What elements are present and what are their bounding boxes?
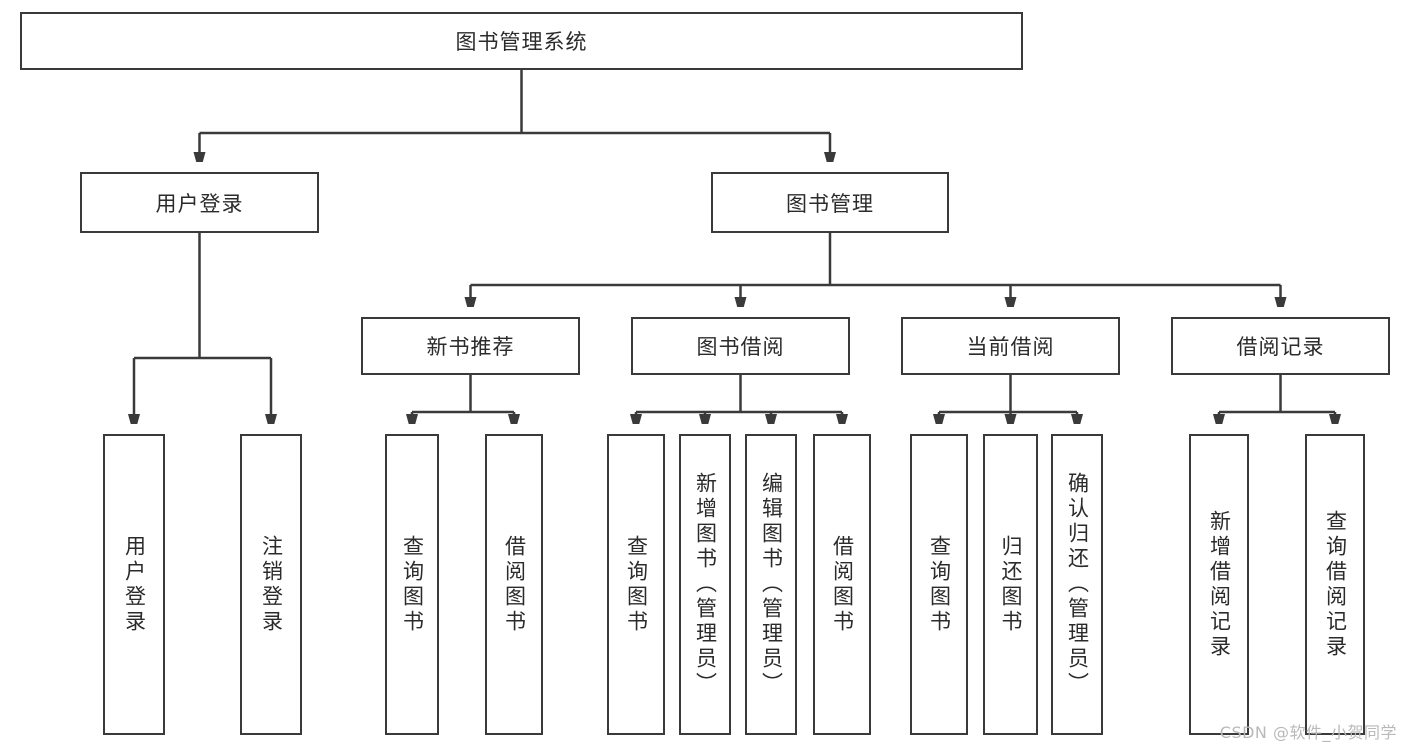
- node-label: 借阅图书: [830, 534, 855, 635]
- node-leaf6[interactable]: 新增图书（管理员）: [679, 434, 731, 735]
- node-label: 用户登录: [155, 191, 244, 216]
- node-leaf1[interactable]: 用户登录: [103, 434, 165, 735]
- node-label: 确认归还（管理员）: [1065, 472, 1090, 697]
- node-label: 归还图书: [999, 534, 1023, 635]
- watermark-text: CSDN @软件_小贺同学: [1219, 723, 1397, 742]
- node-label: 图书管理: [786, 191, 874, 216]
- node-leaf4[interactable]: 借阅图书: [485, 434, 543, 735]
- node-leaf11[interactable]: 确认归还（管理员）: [1051, 434, 1103, 735]
- node-leaf8[interactable]: 借阅图书: [813, 434, 871, 735]
- node-label: 注销登录: [259, 534, 284, 635]
- node-label: 查询图书: [927, 534, 952, 635]
- node-label: 当前借阅: [966, 335, 1055, 359]
- node-leaf10[interactable]: 归还图书: [983, 434, 1038, 735]
- node-label: 查询图书: [400, 534, 425, 635]
- node-records[interactable]: 借阅记录: [1171, 317, 1390, 375]
- node-borrow[interactable]: 图书借阅: [631, 317, 850, 375]
- node-label: 新增借阅记录: [1207, 509, 1232, 660]
- node-leaf9[interactable]: 查询图书: [910, 434, 968, 735]
- node-bookmgmt[interactable]: 图书管理: [711, 172, 949, 233]
- node-leaf7[interactable]: 编辑图书（管理员）: [745, 434, 797, 735]
- node-label: 图书借阅: [696, 335, 785, 359]
- node-leaf13[interactable]: 查询借阅记录: [1305, 434, 1365, 735]
- node-label: 编辑图书（管理员）: [759, 472, 784, 697]
- node-root[interactable]: 图书管理系统: [20, 12, 1023, 70]
- node-login[interactable]: 用户登录: [80, 172, 319, 233]
- node-current[interactable]: 当前借阅: [901, 317, 1120, 375]
- node-label: 新增图书（管理员）: [693, 472, 718, 697]
- node-label: 查询图书: [624, 534, 649, 635]
- node-label: 用户登录: [122, 534, 147, 635]
- node-label: 借阅图书: [502, 534, 527, 635]
- node-label: 查询借阅记录: [1323, 509, 1348, 660]
- node-leaf3[interactable]: 查询图书: [385, 434, 439, 735]
- node-label: 借阅记录: [1236, 335, 1325, 359]
- node-newbook[interactable]: 新书推荐: [361, 317, 580, 375]
- node-label: 图书管理系统: [455, 30, 588, 54]
- node-leaf12[interactable]: 新增借阅记录: [1189, 434, 1249, 735]
- node-leaf5[interactable]: 查询图书: [607, 434, 665, 735]
- node-leaf2[interactable]: 注销登录: [240, 434, 302, 735]
- node-label: 新书推荐: [426, 335, 515, 359]
